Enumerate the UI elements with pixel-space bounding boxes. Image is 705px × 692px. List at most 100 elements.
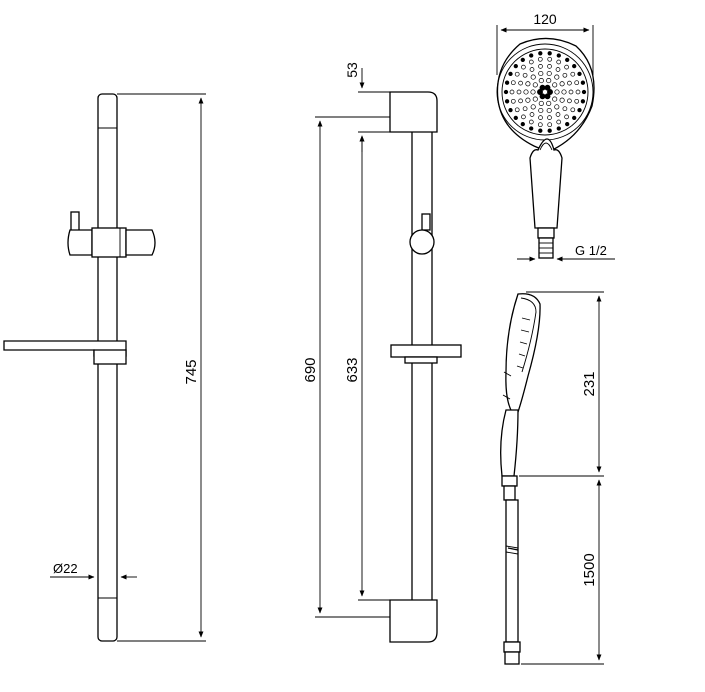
nozzle-dot: [547, 64, 552, 69]
nozzle-dot: [546, 107, 552, 114]
nozzle-dot: [538, 78, 544, 84]
nozzle-dot: [518, 80, 523, 86]
nozzle-dot: [561, 89, 567, 95]
nozzle-dot: [559, 97, 565, 103]
nozzle-dot: [580, 80, 586, 85]
nozzle-dot: [567, 98, 572, 104]
hand-shower-side: 231 1500: [500, 291, 604, 665]
nozzle-dot: [529, 112, 535, 117]
nozzle-dot: [572, 115, 577, 121]
nozzle-dot: [564, 64, 569, 70]
nozzle-dot: [513, 63, 518, 69]
dim-633-label: 633: [344, 357, 361, 382]
nozzle-dot: [554, 74, 560, 80]
bottom-bracket: [389, 599, 438, 643]
nozzle-dot: [522, 106, 528, 112]
nozzle-dot: [547, 115, 552, 120]
dim-745-label: 745: [183, 359, 200, 384]
nozzle-dot: [538, 70, 544, 77]
nozzle-dot: [529, 126, 534, 131]
nozzle-dot: [552, 96, 558, 102]
nozzle-dot: [529, 67, 535, 72]
nozzle-dot: [577, 71, 582, 77]
nozzle-dot: [562, 72, 568, 78]
dim-diameter-label: Ø22: [53, 561, 78, 576]
nozzle-dot: [577, 107, 582, 113]
nozzle-dot: [575, 89, 581, 95]
nozzle-dot: [510, 98, 516, 104]
nozzle-dot: [544, 84, 551, 91]
nozzle-dot: [516, 89, 522, 95]
slider-holder: [67, 211, 156, 258]
side-shelf: [390, 344, 462, 358]
nozzle-dot: [567, 80, 572, 86]
nozzle-dot: [565, 121, 570, 127]
shower-handle: [529, 138, 563, 229]
nozzle-dot: [504, 80, 510, 85]
side-view: 53 690 633: [302, 62, 462, 643]
hand-shower-front: 120 G 1/2: [496, 11, 615, 262]
soap-shelf: [3, 340, 127, 365]
nozzle-dot: [525, 81, 531, 87]
nozzle-dot: [546, 78, 552, 84]
side-rail-bar: [411, 124, 433, 608]
nozzle-dot: [581, 89, 587, 95]
nozzle-dot: [538, 64, 543, 69]
nozzle-dot: [547, 89, 553, 95]
nozzle-dot: [539, 93, 546, 100]
thread-label: G 1/2: [575, 243, 607, 258]
nozzle-dot: [565, 57, 570, 63]
nozzle-dot: [518, 98, 523, 104]
nozzle-dot: [509, 89, 515, 95]
nozzle-dot: [523, 89, 529, 95]
nozzle-dot: [556, 119, 562, 125]
dim-53-label: 53: [344, 62, 360, 78]
nozzle-dot: [564, 114, 569, 120]
nozzle-dot: [546, 70, 552, 77]
dim-231-label: 231: [581, 371, 598, 396]
nozzle-dot: [547, 122, 553, 128]
nozzle-dot: [547, 51, 552, 56]
nozzle-dot: [546, 100, 552, 106]
nozzle-dot: [508, 107, 513, 113]
nozzle-dot: [504, 99, 510, 104]
nozzle-dot: [555, 67, 561, 72]
nozzle-dot: [538, 115, 543, 120]
nozzle-dot: [530, 74, 536, 80]
nozzle-dot: [556, 126, 561, 131]
nozzle-dot: [530, 104, 536, 110]
rail-bar: [97, 93, 118, 642]
nozzle-dot: [528, 119, 534, 125]
nozzle-dot: [530, 89, 536, 95]
nozzle-dot: [544, 93, 551, 100]
nozzle-dot: [555, 112, 561, 117]
nozzle-dot: [554, 89, 560, 95]
nozzle-dot: [539, 84, 546, 91]
nozzle-dot: [538, 100, 544, 106]
nozzle-dot: [503, 89, 509, 95]
nozzle-dot: [520, 121, 525, 127]
side-nozzles: [502, 317, 531, 400]
nozzle-dot: [547, 128, 552, 133]
nozzle-dot: [538, 107, 544, 114]
nozzle-dot: [559, 81, 565, 87]
hose: [505, 499, 519, 643]
nozzle-dot: [532, 96, 538, 102]
nozzle-dot: [554, 104, 560, 110]
nozzle-dot: [529, 53, 534, 58]
nozzle-dot: [528, 59, 534, 65]
nozzle-dot: [513, 115, 518, 121]
nozzle-dot: [556, 59, 562, 65]
nozzle-dot: [574, 98, 580, 104]
nozzle-dot: [572, 63, 577, 69]
nozzle-dot: [514, 71, 520, 77]
nozzle-dot: [556, 53, 561, 58]
nozzle-dot: [537, 89, 543, 95]
dim-120-label: 120: [533, 11, 557, 27]
nozzle-dot: [514, 107, 520, 113]
nozzle-dot: [510, 80, 516, 86]
nozzle-dot: [547, 56, 553, 62]
nozzle-dot: [525, 97, 531, 103]
nozzle-dot: [537, 56, 543, 62]
